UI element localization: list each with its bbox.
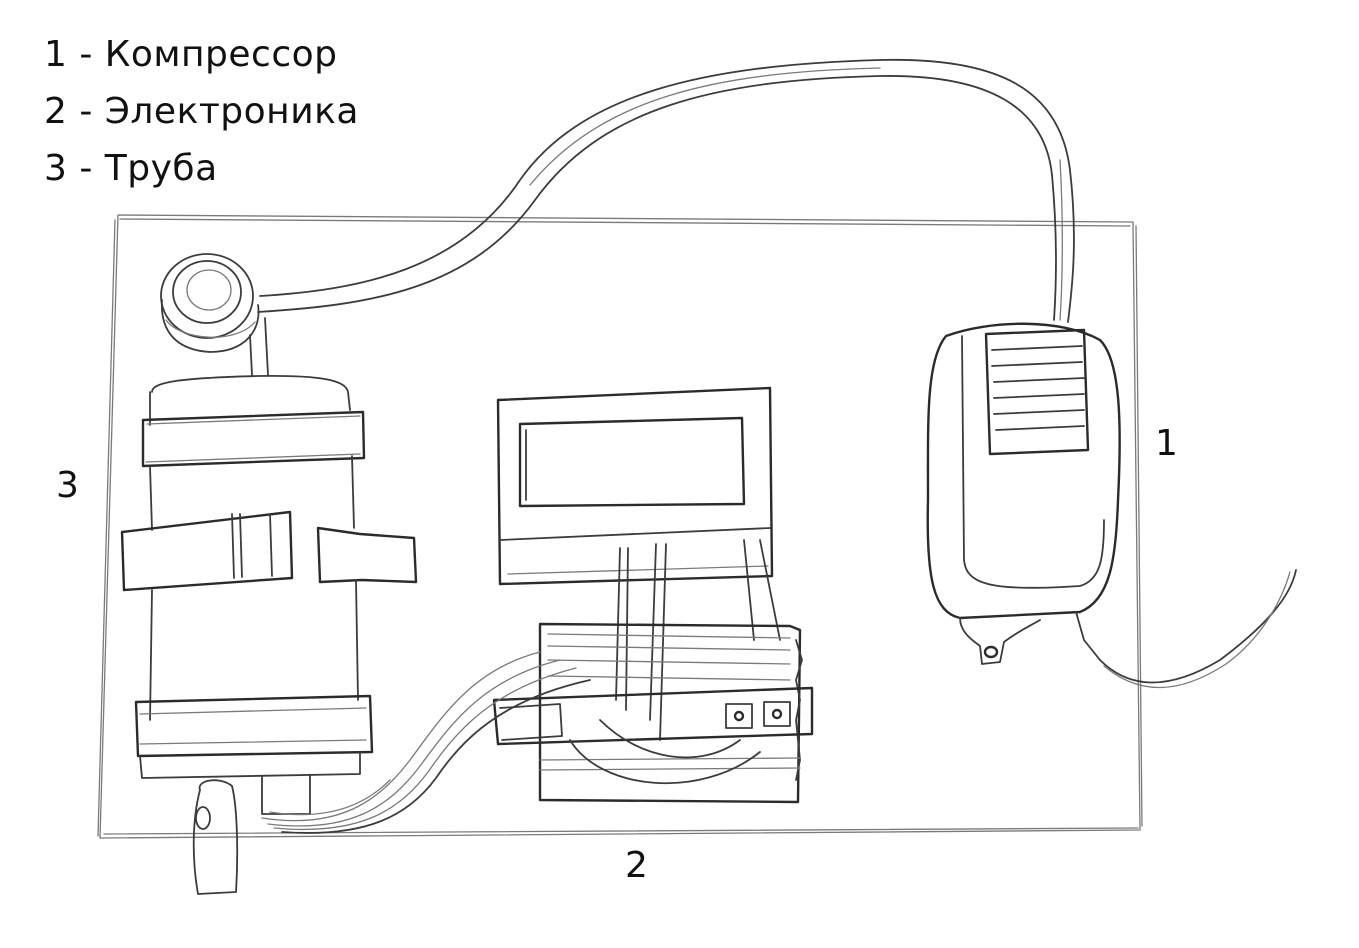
display-module <box>496 386 781 741</box>
wire-bundle <box>261 651 591 834</box>
callout-pipe: 3 <box>56 465 79 506</box>
legend-item-electronics: 2 - Электроника <box>44 91 359 132</box>
callout-electronics: 2 <box>625 845 648 886</box>
air-hose <box>257 58 1075 323</box>
compressor-unit <box>926 322 1297 689</box>
pipe-coil <box>160 253 269 376</box>
pipe-assembly <box>120 374 418 895</box>
legend: 1 - Компрессор 2 - Электроника 3 - Труба <box>44 26 359 197</box>
legend-item-pipe: 3 - Труба <box>44 148 218 189</box>
controller-board <box>492 622 814 804</box>
base-board <box>97 214 1143 839</box>
callout-compressor: 1 <box>1155 423 1178 464</box>
legend-item-compressor: 1 - Компрессор <box>44 34 338 75</box>
